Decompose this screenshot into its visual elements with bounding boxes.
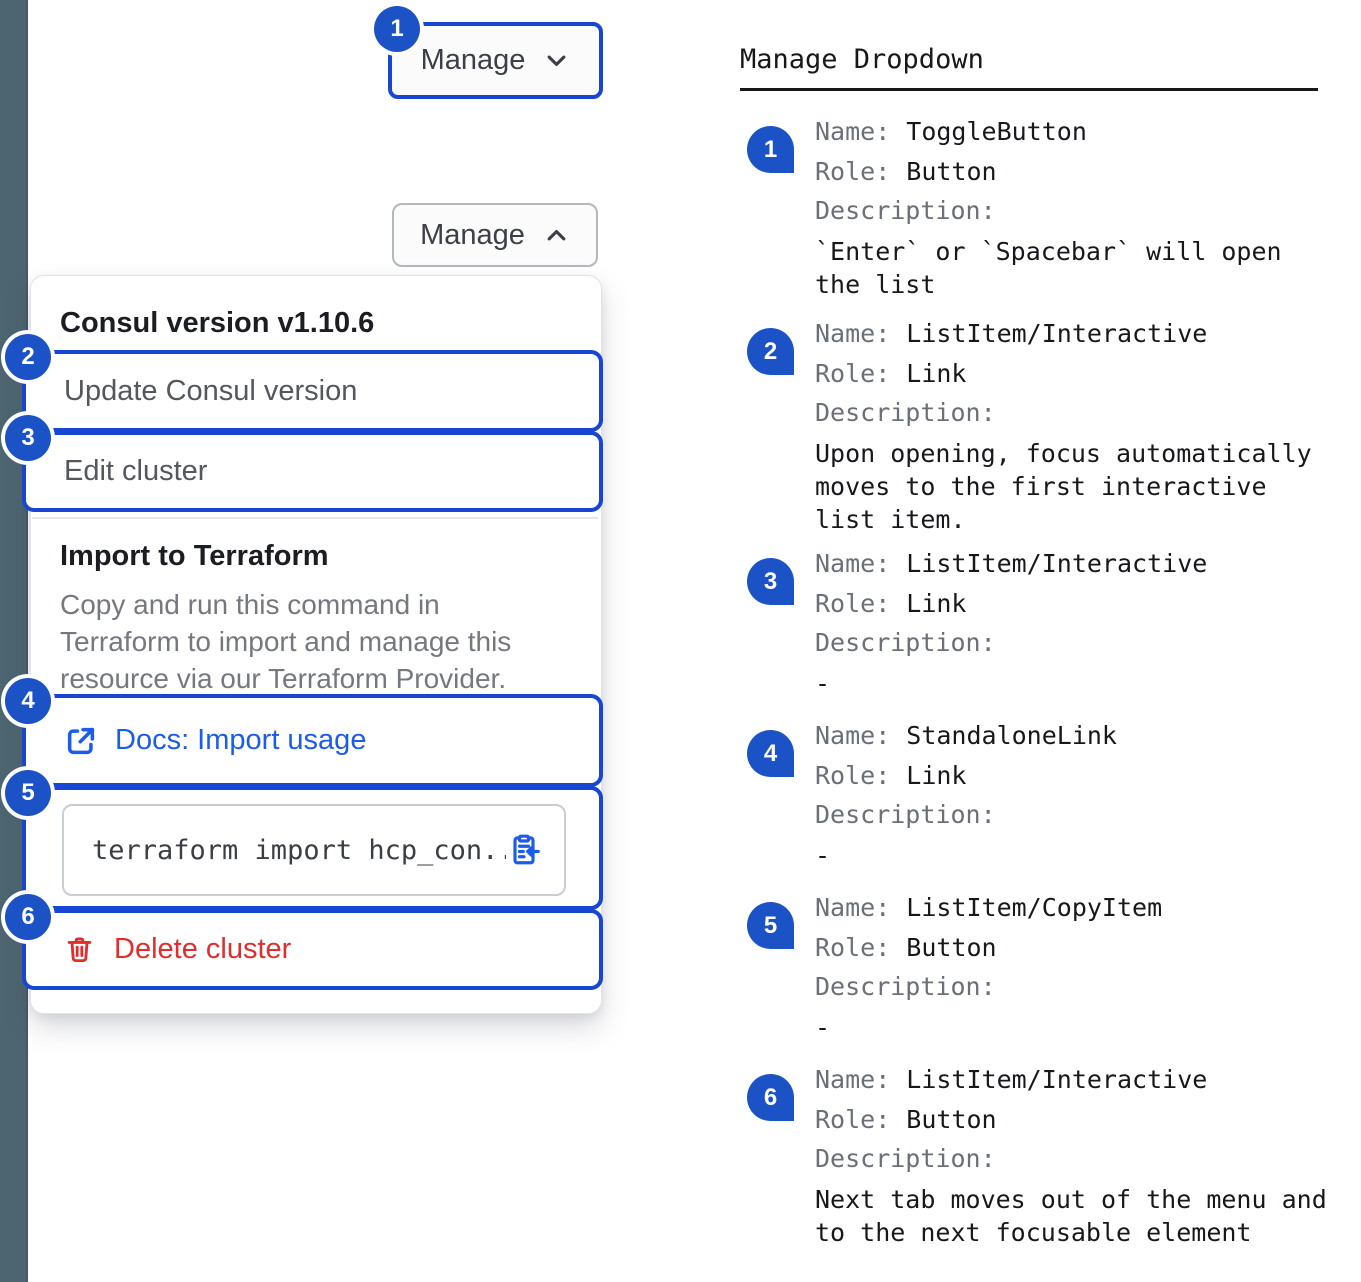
left-sidebar-strip (0, 0, 28, 1282)
menu-item-label: Edit cluster (64, 455, 208, 487)
legend-entry: 3 Name: ListItem/Interactive Role: Link De… (740, 544, 1340, 700)
name-label: Name: (815, 319, 891, 348)
annotation-badge-2: 2 (5, 334, 51, 380)
manage-button-label: Manage (420, 218, 525, 251)
name-value: ToggleButton (906, 117, 1087, 146)
manage-toggle-button[interactable]: Manage (388, 22, 603, 99)
role-label: Role: (815, 760, 891, 790)
trash-icon (67, 937, 92, 963)
description-label: Description: (815, 800, 996, 829)
docs-link-label: Docs: Import usage (115, 724, 367, 756)
manage-button-label: Manage (420, 44, 526, 76)
name-value: ListItem/Interactive (906, 549, 1208, 578)
name-label: Name: (815, 117, 891, 146)
role-label: Role: (815, 1104, 891, 1134)
name-label: Name: (815, 721, 891, 750)
name-value: ListItem/Interactive (906, 1065, 1208, 1094)
name-value: StandaloneLink (906, 721, 1117, 750)
menu-item-docs-import-usage[interactable]: Docs: Import usage (22, 694, 603, 787)
legend-entry: 4 Name: StandaloneLink Role: Link Descript… (740, 716, 1340, 872)
consul-version-header: Consul version v1.10.6 (60, 307, 375, 339)
description-text: Next tab moves out of the menu and to th… (815, 1184, 1327, 1247)
description-text: Upon opening, focus automatically moves … (815, 438, 1312, 534)
description-text: - (815, 840, 831, 870)
annotation-badge-3: 3 (5, 415, 51, 461)
description-text: `Enter` or `Spacebar` will open the list (815, 236, 1282, 299)
annotation-badge-1: 1 (374, 6, 420, 52)
description-label: Description: (815, 628, 996, 657)
menu-item-label: Update Consul version (64, 374, 358, 407)
role-value: Link (906, 760, 967, 790)
clipboard-copy-icon[interactable] (506, 832, 542, 868)
import-terraform-description: Copy and run this command in Terraform t… (60, 589, 512, 694)
role-value: Button (906, 156, 997, 186)
legend-entry: 6 Name:ListItem/Interactive Role:Button … (740, 1060, 1340, 1249)
chevron-up-icon (547, 229, 566, 240)
legend-entry: 1 Name: ToggleButton Role: Button Descript… (740, 112, 1340, 301)
role-label: Role: (815, 358, 891, 388)
role-label: Role: (815, 932, 891, 962)
annotation-badge-4: 4 (5, 678, 51, 724)
legend-title-rule (740, 88, 1318, 91)
role-label: Role: (815, 156, 891, 186)
legend-entry: 2 Name: ListItem/Interactive Role: Link De… (740, 314, 1340, 536)
role-value: Button (906, 932, 997, 962)
manage-toggle-button-expanded[interactable]: Manage (392, 203, 598, 267)
role-label: Role: (815, 588, 891, 618)
chevron-down-icon (548, 55, 566, 67)
description-text: - (815, 668, 831, 698)
description-text: - (815, 1012, 831, 1042)
annotation-badge: 1 (747, 126, 794, 173)
terraform-command-field[interactable]: terraform import hcp_con... (62, 804, 566, 896)
role-value: Link (906, 358, 967, 388)
external-link-icon (67, 727, 95, 754)
role-value: Button (906, 1104, 997, 1134)
menu-divider (32, 517, 598, 519)
description-label: Description: (815, 398, 996, 427)
annotation-badge: 2 (747, 328, 794, 375)
menu-item-copy-terraform-command: terraform import hcp_con... (22, 786, 603, 910)
name-label: Name: (815, 1065, 891, 1094)
annotation-badge: 6 (747, 1074, 794, 1121)
delete-cluster-action[interactable]: Delete cluster (64, 933, 291, 966)
description-label: Description: (815, 196, 996, 225)
description-label: Description: (815, 1144, 996, 1173)
annotation-badge-5: 5 (5, 770, 51, 816)
legend-entry: 5 Name: ListItem/CopyItem Role: Button Des… (740, 888, 1340, 1044)
docs-import-usage-link[interactable]: Docs: Import usage (64, 724, 366, 758)
menu-item-update-consul-version[interactable]: Update Consul version (22, 350, 603, 432)
terraform-command-text: terraform import hcp_con... (92, 834, 506, 866)
name-label: Name: (815, 549, 891, 578)
annotation-badge-6: 6 (5, 894, 51, 940)
legend-title: Manage Dropdown (740, 44, 984, 75)
annotation-badge: 5 (747, 902, 794, 949)
menu-item-delete-cluster[interactable]: Delete cluster (22, 909, 603, 990)
name-value: ListItem/CopyItem (906, 893, 1163, 922)
delete-cluster-label: Delete cluster (114, 933, 292, 965)
annotation-badge: 3 (747, 558, 794, 605)
menu-item-edit-cluster[interactable]: Edit cluster (22, 431, 603, 512)
import-terraform-header: Import to Terraform (60, 540, 329, 572)
description-label: Description: (815, 972, 996, 1001)
annotation-badge: 4 (747, 730, 794, 777)
name-value: ListItem/Interactive (906, 319, 1208, 348)
name-label: Name: (815, 893, 891, 922)
role-value: Link (906, 588, 967, 618)
